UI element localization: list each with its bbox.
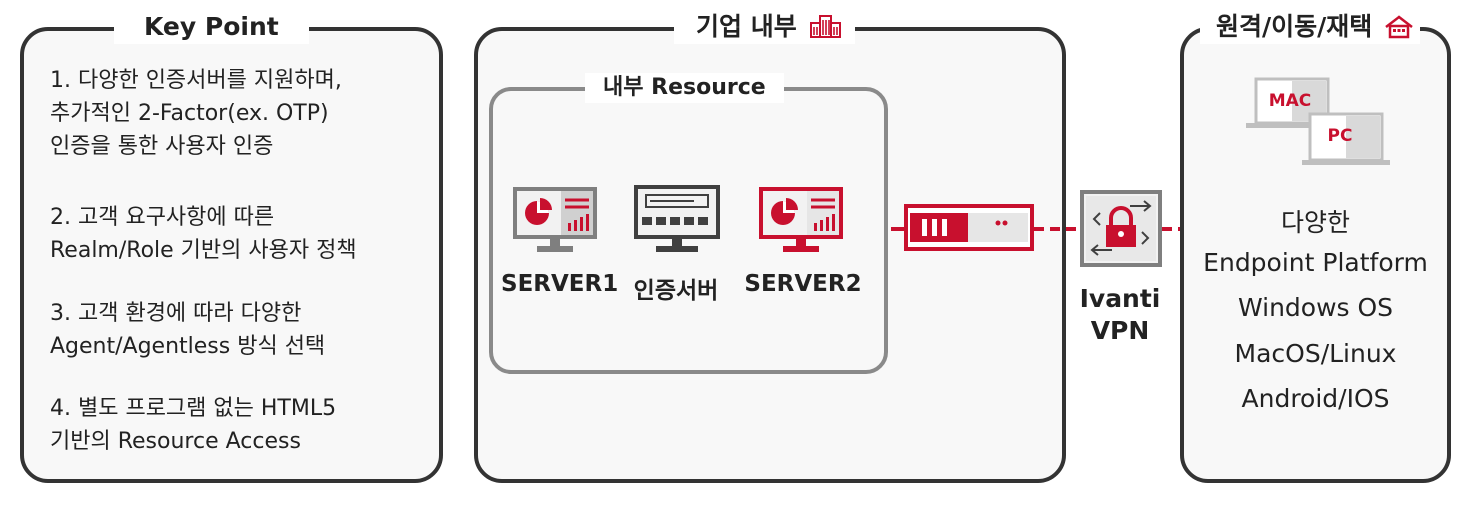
key-point-item-1: 1. 다양한 인증서버를 지원하며, 추가적인 2-Factor(ex. OTP… — [50, 68, 342, 159]
internal-resource-title: 내부 Resource — [585, 73, 784, 103]
auth-server-label: 인증서버 — [633, 278, 719, 304]
key-point-item-2: 2. 고객 요구사항에 따른 Realm/Role 기반의 사용자 정책 — [50, 205, 357, 263]
server2-label: SERVER2 — [744, 271, 862, 297]
key-point-panel: Key Point 1. 다양한 인증서버를 지원하며, 추가적인 2-Fact… — [20, 10, 443, 483]
remote-line-2: Endpoint Platform — [1203, 248, 1428, 277]
corporate-title-text: 기업 내부 — [696, 12, 797, 41]
server2-icon — [759, 187, 843, 252]
building-icon — [809, 15, 841, 38]
key-point-item-4: 4. 별도 프로그램 없는 HTML5 기반의 Resource Access — [50, 396, 337, 454]
remote-line-1: 다양한 — [1280, 208, 1350, 237]
internal-resource-box: 내부 Resource SERVER1 — [489, 73, 888, 374]
server1-icon — [513, 187, 597, 252]
server1-label: SERVER1 — [501, 271, 619, 297]
auth-server-icon — [634, 185, 720, 252]
vpn-label-line2: VPN — [1090, 316, 1150, 345]
vpn-lock-arrows-icon — [1080, 190, 1162, 267]
vpn-label-line1: Ivanti — [1079, 284, 1161, 313]
remote-line-4: MacOS/Linux — [1234, 339, 1397, 368]
remote-panel: 원격/이동/재택 MAC PC 다양한 Endpoint Platform Wi… — [1180, 10, 1451, 483]
key-point-item-3: 3. 고객 환경에 따라 다양한 Agent/Agentless 방식 선택 — [50, 301, 326, 359]
mac-label: MAC — [1268, 91, 1312, 111]
key-point-title: Key Point — [114, 10, 309, 44]
house-icon — [1385, 15, 1414, 39]
corporate-title: 기업 내부 — [674, 10, 855, 44]
pc-label: PC — [1327, 126, 1353, 146]
remote-line-5: Android/IOS — [1241, 384, 1390, 413]
pc-laptop-icon — [1302, 112, 1390, 165]
remote-title-text: 원격/이동/재택 — [1216, 12, 1373, 41]
remote-line-3: Windows OS — [1237, 293, 1394, 322]
devices-icon — [1246, 77, 1390, 165]
corporate-panel: 기업 내부 내부 Resource — [474, 10, 1066, 483]
remote-title: 원격/이동/재택 — [1200, 10, 1421, 44]
